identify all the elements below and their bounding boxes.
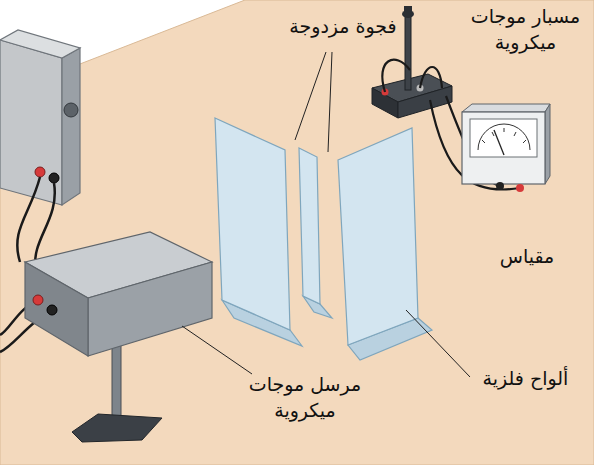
wire <box>382 60 410 92</box>
part-label: فجوة مزدوجة <box>278 14 408 40</box>
meter <box>462 104 550 192</box>
leader-line <box>328 52 332 152</box>
part-label: مرسل موجات ميكروية <box>240 372 370 423</box>
part-label: مقياس <box>487 244 567 270</box>
wire <box>420 67 442 88</box>
leader-line <box>295 52 326 140</box>
leader-line <box>406 310 470 377</box>
part-label: ألواح فلزية <box>463 366 588 392</box>
leader-line <box>182 326 252 374</box>
microwave-transmitter <box>25 232 212 356</box>
metal-plates <box>215 118 432 360</box>
transmitter-stand <box>72 345 162 442</box>
part-label: مسبار موجات ميكروية <box>463 4 588 55</box>
